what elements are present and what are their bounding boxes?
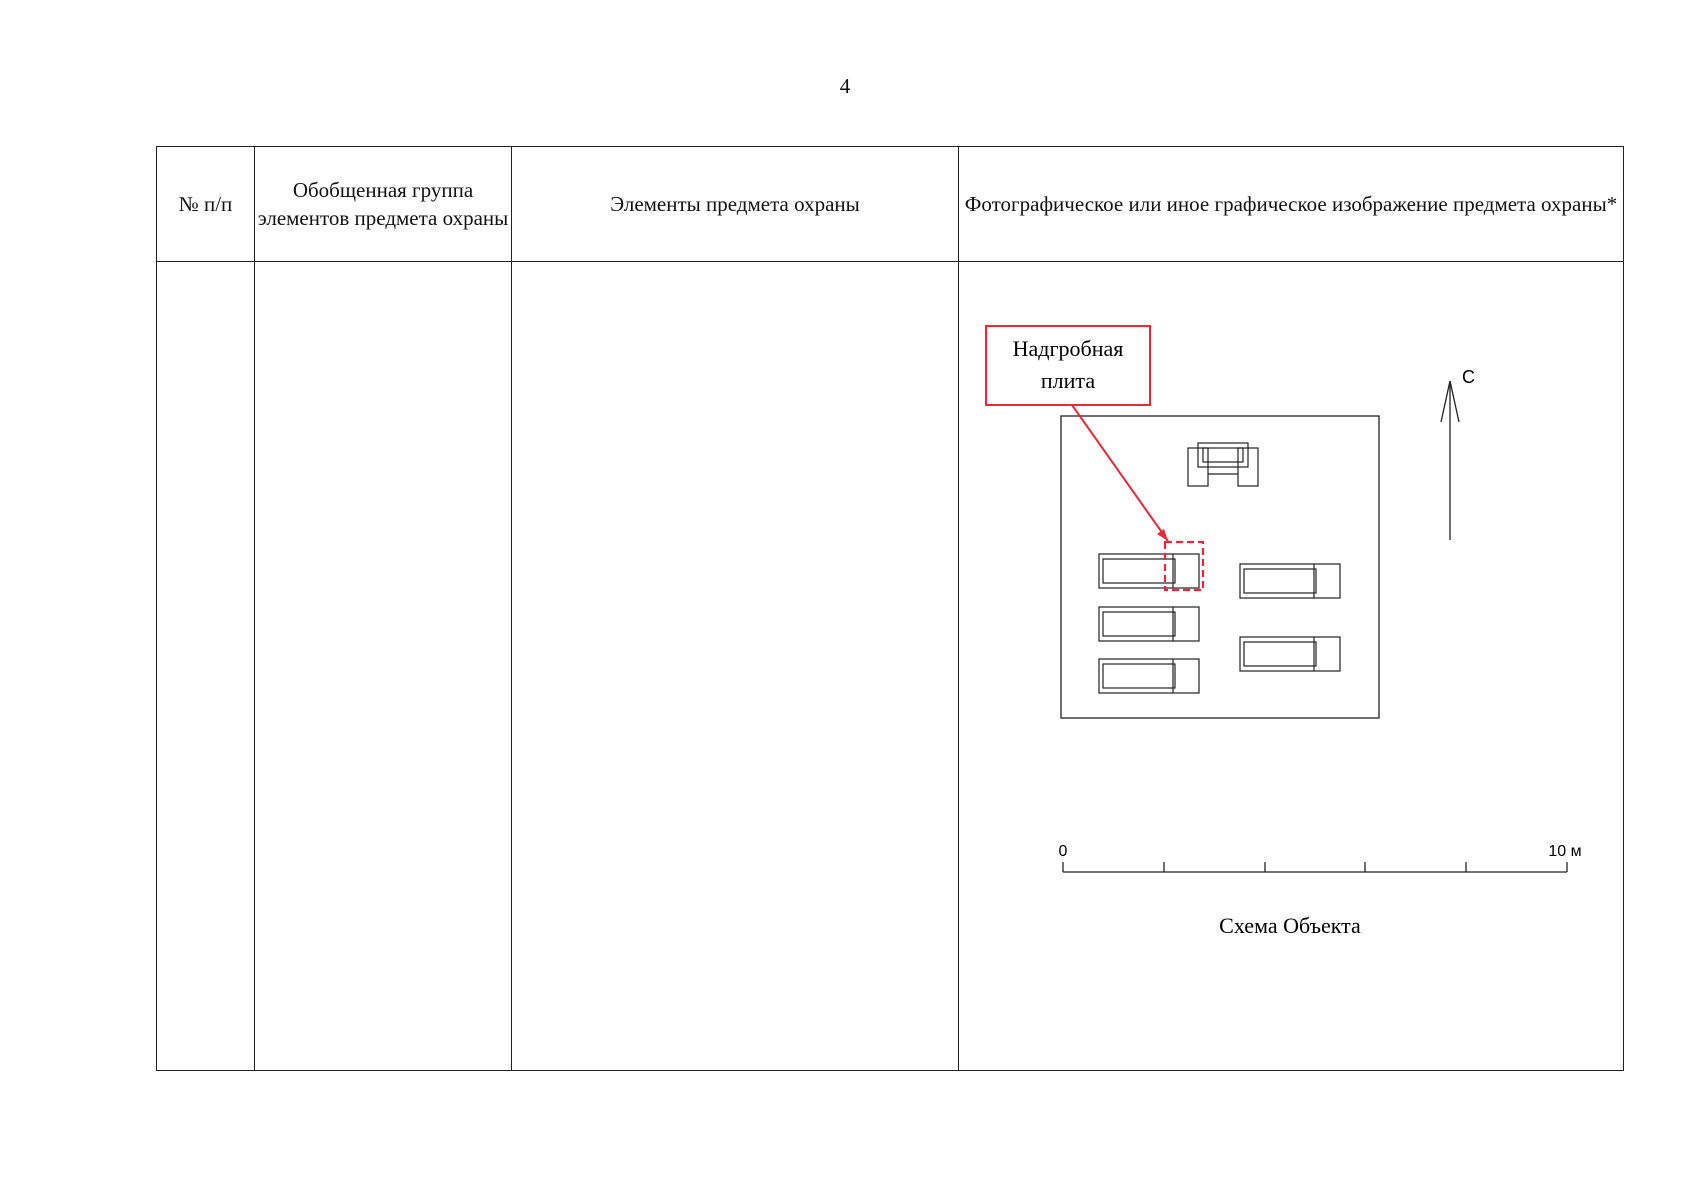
- scale-bar: [1062, 862, 1568, 873]
- protection-subject-table: № п/п Обобщенная группа элементов предме…: [156, 146, 1624, 1071]
- site-boundary: [1060, 415, 1380, 719]
- cell-elements: [511, 261, 959, 1071]
- grave-left-1: [1098, 553, 1200, 589]
- north-label: С: [1462, 367, 1475, 387]
- grave-left-2: [1098, 606, 1200, 642]
- scheme-caption: Схема Объекта: [1219, 913, 1361, 938]
- callout-label-line2: плита: [1041, 368, 1095, 393]
- page-number: 4: [839, 74, 851, 98]
- scale-start-label: 0: [1059, 843, 1068, 860]
- tombstone-highlight: [1163, 540, 1205, 592]
- cell-number: [156, 261, 255, 1071]
- object-scheme: Надгробная плита: [985, 325, 1582, 938]
- grave-left-3: [1098, 658, 1200, 694]
- monument-shape: [1187, 442, 1259, 487]
- callout-arrow-line: [1071, 404, 1169, 542]
- header-number: № п/п: [156, 146, 255, 262]
- header-image: Фотографическое или иное графическое изо…: [958, 146, 1624, 262]
- cell-element-group: [254, 261, 512, 1071]
- callout-label-line1: Надгробная: [1013, 336, 1124, 361]
- cell-image: Надгробная плита: [958, 261, 1624, 1071]
- callout-box: [985, 325, 1151, 406]
- table-header-row: № п/п Обобщенная группа элементов предме…: [156, 146, 1624, 262]
- table-row: Надгробная плита: [156, 261, 1624, 1071]
- grave-right-2: [1239, 636, 1341, 672]
- scale-end-label: 10 м: [1548, 843, 1581, 860]
- header-elements: Элементы предмета охраны: [511, 146, 959, 262]
- north-arrow-icon: [1440, 380, 1460, 540]
- grave-right-1: [1239, 563, 1341, 599]
- callout-arrowhead: [1157, 529, 1168, 541]
- header-element-group: Обобщенная группа элементов предмета охр…: [254, 146, 512, 262]
